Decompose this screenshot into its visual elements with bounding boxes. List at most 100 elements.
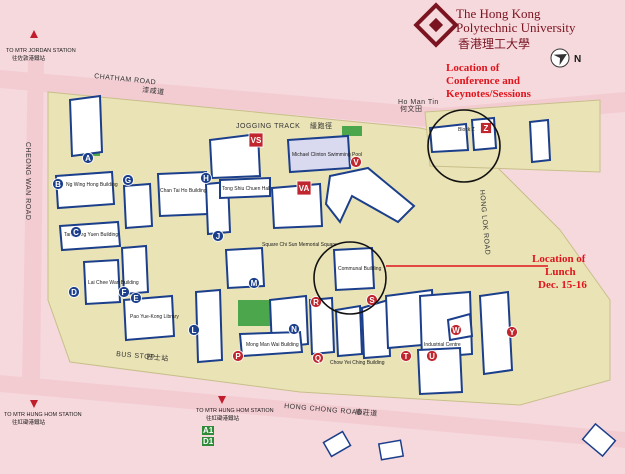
marker-v-badge (350, 156, 362, 168)
marker-b-label: B (55, 180, 61, 189)
ho-man-tin-label: Ho Man Tin (398, 99, 439, 106)
marker-e-badge (130, 292, 142, 304)
exit-sign (202, 437, 214, 446)
building-a (68, 94, 104, 158)
jogging-track-chinese: 緩跑徑 (310, 121, 333, 130)
up-arrow-icon (30, 30, 38, 38)
logo-mark-icon (413, 2, 459, 48)
ho-man-tin-chinese: 何文田 (400, 104, 423, 113)
marker-h: H (200, 172, 212, 184)
marker-d: D (68, 286, 80, 298)
marker-j-badge (212, 230, 224, 242)
lunch-circle (313, 241, 387, 315)
tong-shiu-label: Tong Shiu Chuen Hall (222, 186, 270, 192)
hong-chong-chinese: 康莊道 (355, 407, 378, 418)
buildings (54, 94, 552, 396)
lunch-annotation-line3: Dec. 15-16 (538, 279, 587, 291)
marker-m: M (248, 277, 260, 289)
marker-a-badge (82, 152, 94, 164)
marker-f: F (118, 286, 130, 298)
building-h-label: Chan Tai Ho Building (160, 188, 207, 194)
block-z-west (428, 122, 470, 154)
marker-f-label: F (122, 288, 127, 297)
building-d-label: Lai Chee Wan Building (88, 280, 139, 286)
building-f (122, 294, 176, 342)
marker-z-label: Z (484, 124, 489, 133)
jordan-station-chinese: 往佐敦港鐵站 (12, 54, 46, 62)
marker-y-label: Y (509, 328, 515, 337)
hung-hom-station-chinese: 往紅磡港鐵站 (12, 418, 46, 426)
university-name-line2: Polytechnic University (456, 20, 576, 35)
marker-g: G (122, 174, 134, 186)
marker-t: T (400, 350, 412, 362)
building-g (122, 182, 154, 230)
marker-vs-label: VS (251, 136, 262, 145)
marker-l-badge (188, 324, 200, 336)
cheong-wan-road-label: CHEONG WAN ROAD (24, 142, 31, 220)
marker-f-badge (118, 286, 130, 298)
marker-c: C (70, 226, 82, 238)
hung-hom-station-chinese: 往紅磡港鐵站 (206, 414, 240, 422)
conference-annotation-line3: Keynotes/Sessions (446, 88, 532, 100)
marker-h-label: H (203, 174, 209, 183)
block-z-label: Block Z (458, 127, 475, 133)
exit-d1-label: D1 (203, 437, 214, 446)
marker-h-badge (200, 172, 212, 184)
building-l (194, 288, 224, 364)
conference-annotation-line1: Location of (446, 62, 500, 74)
building-p (238, 330, 304, 358)
sign-box (581, 422, 617, 458)
building-v (324, 166, 416, 224)
marker-a-label: A (85, 154, 91, 163)
green-area (238, 300, 274, 326)
lunch-annotation-line1: Location of (532, 253, 586, 265)
marker-t-label: T (404, 352, 409, 361)
mtr-hung-hom-1: TO MTR HUNG HOM STATION 往紅磡港鐵站 (4, 400, 82, 426)
marker-j-label: J (216, 232, 220, 241)
cheong-wan-road (22, 60, 44, 380)
marker-c-badge (70, 226, 82, 238)
tong-shiu-chuen-hall (219, 176, 271, 200)
marker-q-badge (312, 352, 324, 364)
block-z-east (528, 118, 552, 164)
building-e (120, 244, 150, 296)
marker-v-label: V (353, 158, 359, 167)
marker-m-badge (248, 277, 260, 289)
marker-r: R (310, 296, 322, 308)
marker-a: A (82, 152, 94, 164)
marker-s-badge (366, 294, 378, 306)
marker-b-badge (52, 178, 64, 190)
conference-annotation-line2: Conference and (446, 75, 520, 87)
hong-chong-road (0, 375, 625, 448)
marker-l: L (188, 324, 200, 336)
marker-u-badge (426, 350, 438, 362)
marker-q-label: Q (315, 354, 321, 363)
marker-w: W (450, 324, 462, 336)
sign-box (322, 430, 352, 458)
industrial-centre (418, 290, 474, 360)
swimming-pool (286, 134, 352, 174)
hung-hom-station-label: TO MTR HUNG HOM STATION (4, 412, 82, 418)
marker-va-label: VA (299, 184, 310, 193)
marker-z-badge (480, 122, 492, 134)
north-arrow-icon (553, 54, 567, 66)
building-b (54, 170, 116, 210)
marker-g-badge (122, 174, 134, 186)
marker-vs-badge (248, 132, 264, 148)
bus-stop-label: BUS STOP (116, 351, 156, 361)
marker-y-badge (506, 326, 518, 338)
marker-e-label: E (133, 294, 139, 303)
bottom-signs (322, 422, 617, 461)
marker-p-label: P (235, 352, 241, 361)
marker-u: U (426, 350, 438, 362)
university-name-chinese: 香港理工大學 (458, 37, 530, 51)
industrial-centre-label: Industrial Centre (424, 342, 461, 348)
compass-label: N (574, 54, 581, 65)
compass: N (550, 48, 581, 68)
building-q-label: Chow Yei Ching Building (330, 360, 385, 366)
building-r (308, 296, 336, 356)
marker-j: J (212, 230, 224, 242)
exit-sign (202, 426, 214, 435)
swimming-pool-label: Michael Clinton Swimming Pool (292, 152, 362, 158)
